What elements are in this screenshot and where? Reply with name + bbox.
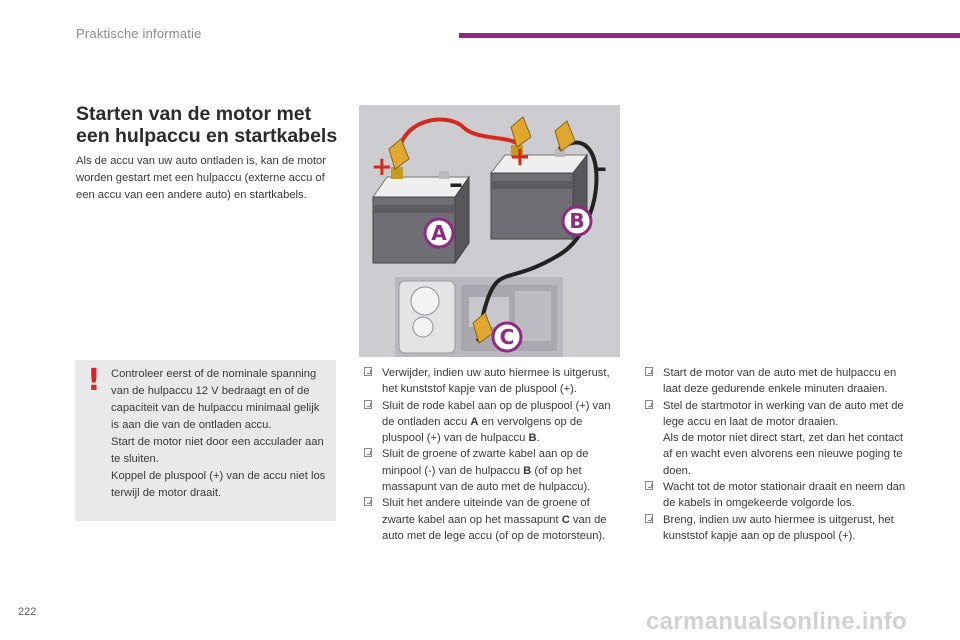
step-text: Breng, indien uw auto hiermee is uitgeru… xyxy=(663,513,894,542)
step-text: . xyxy=(536,432,540,445)
step-right-1: Start de motor van de auto met de hulpac… xyxy=(642,365,907,398)
clamp-black-c xyxy=(472,312,494,344)
checkbox-bullet-icon xyxy=(364,448,372,458)
step-text: Sluit de groene of zwarte kabel aan op d… xyxy=(382,448,589,477)
step-text: Sluit de rode kabel aan op de pluspool (… xyxy=(382,399,611,428)
warning-paragraph-2: Start de motor niet door een acculader a… xyxy=(111,436,324,465)
warning-text: Controleer eerst of de nominale spanning… xyxy=(111,366,328,502)
battery-label-a: A xyxy=(470,415,479,428)
battery-b xyxy=(489,145,589,241)
label-a-badge: A xyxy=(423,217,455,249)
checkbox-bullet-icon xyxy=(645,513,653,523)
minus-sign-a: – xyxy=(449,167,463,200)
label-c-badge: C xyxy=(491,321,523,353)
step-text: Start de motor van de auto met de hulpac… xyxy=(663,367,897,396)
step-text: Als de motor niet direct start, zet dan … xyxy=(663,432,904,477)
label-b: B xyxy=(569,209,584,233)
step-right-3: Wacht tot de motor stationair draait en … xyxy=(642,479,907,512)
page-heading: Starten van de motor met een hulpaccu en… xyxy=(76,103,338,147)
label-b-badge: B xyxy=(561,205,593,237)
step-text: van de auto met de lege accu (of op de m… xyxy=(382,513,607,542)
jump-start-illustration: + + – – A B C xyxy=(359,105,620,357)
red-cable xyxy=(394,117,521,168)
warning-paragraph-1: Controleer eerst of de nominale spanning… xyxy=(111,368,320,431)
minus-sign-b: – xyxy=(593,151,607,184)
warning-paragraph-3: Koppel de pluspool (+) van de accu niet … xyxy=(111,470,326,499)
label-a: A xyxy=(431,221,447,245)
step-middle-3: Sluit de groene of zwarte kabel aan op d… xyxy=(361,446,616,495)
watermark: carmanualsonline.info xyxy=(646,608,908,635)
step-text: Stel de startmotor in werking van de aut… xyxy=(663,399,904,428)
step-text: (of op het massapunt van de auto met de … xyxy=(382,464,591,494)
checkbox-bullet-icon xyxy=(364,497,372,507)
step-text: Verwijder, indien uw auto hiermee is uit… xyxy=(382,367,610,396)
plus-sign-b: + xyxy=(509,142,531,172)
step-text: en vervolgens op de pluspool (+) van de … xyxy=(382,415,583,445)
checkbox-bullet-icon xyxy=(645,481,653,491)
section-title: Praktische informatie xyxy=(76,26,202,41)
clamp-red-a xyxy=(388,138,410,170)
engine-bay-inset xyxy=(395,277,563,357)
steps-right-list: Start de motor van de auto met de hulpac… xyxy=(642,365,907,544)
battery-label-b: B xyxy=(523,464,532,477)
checkbox-bullet-icon xyxy=(645,367,653,376)
warning-box: ! Controleer eerst of de nominale spanni… xyxy=(75,360,336,521)
header-accent-bar xyxy=(459,33,960,38)
checkbox-bullet-icon xyxy=(364,367,372,376)
plus-sign-a: + xyxy=(371,152,393,182)
clamp-red-b xyxy=(510,116,532,148)
step-right-2: Stel de startmotor in werking van de aut… xyxy=(642,398,907,479)
step-middle-2: Sluit de rode kabel aan op de pluspool (… xyxy=(361,398,616,447)
clamp-black-b xyxy=(554,120,576,152)
step-text: Wacht tot de motor stationair draait en … xyxy=(663,481,906,510)
page-number: 222 xyxy=(18,606,37,618)
ground-point-label-c: C xyxy=(561,513,570,526)
step-text: Sluit het andere uiteinde van de groene … xyxy=(382,497,590,526)
steps-middle-list: Verwijder, indien uw auto hiermee is uit… xyxy=(361,365,616,544)
step-right-4: Breng, indien uw auto hiermee is uitgeru… xyxy=(642,512,907,545)
warning-exclamation-icon: ! xyxy=(87,363,101,398)
step-middle-1: Verwijder, indien uw auto hiermee is uit… xyxy=(361,365,616,398)
step-middle-4: Sluit het andere uiteinde van de groene … xyxy=(361,495,616,544)
checkbox-bullet-icon xyxy=(364,399,372,409)
label-c: C xyxy=(500,325,515,349)
checkbox-bullet-icon xyxy=(645,399,653,409)
intro-paragraph: Als de accu van uw auto ontladen is, kan… xyxy=(76,155,327,201)
battery-label-b: B xyxy=(528,432,537,445)
